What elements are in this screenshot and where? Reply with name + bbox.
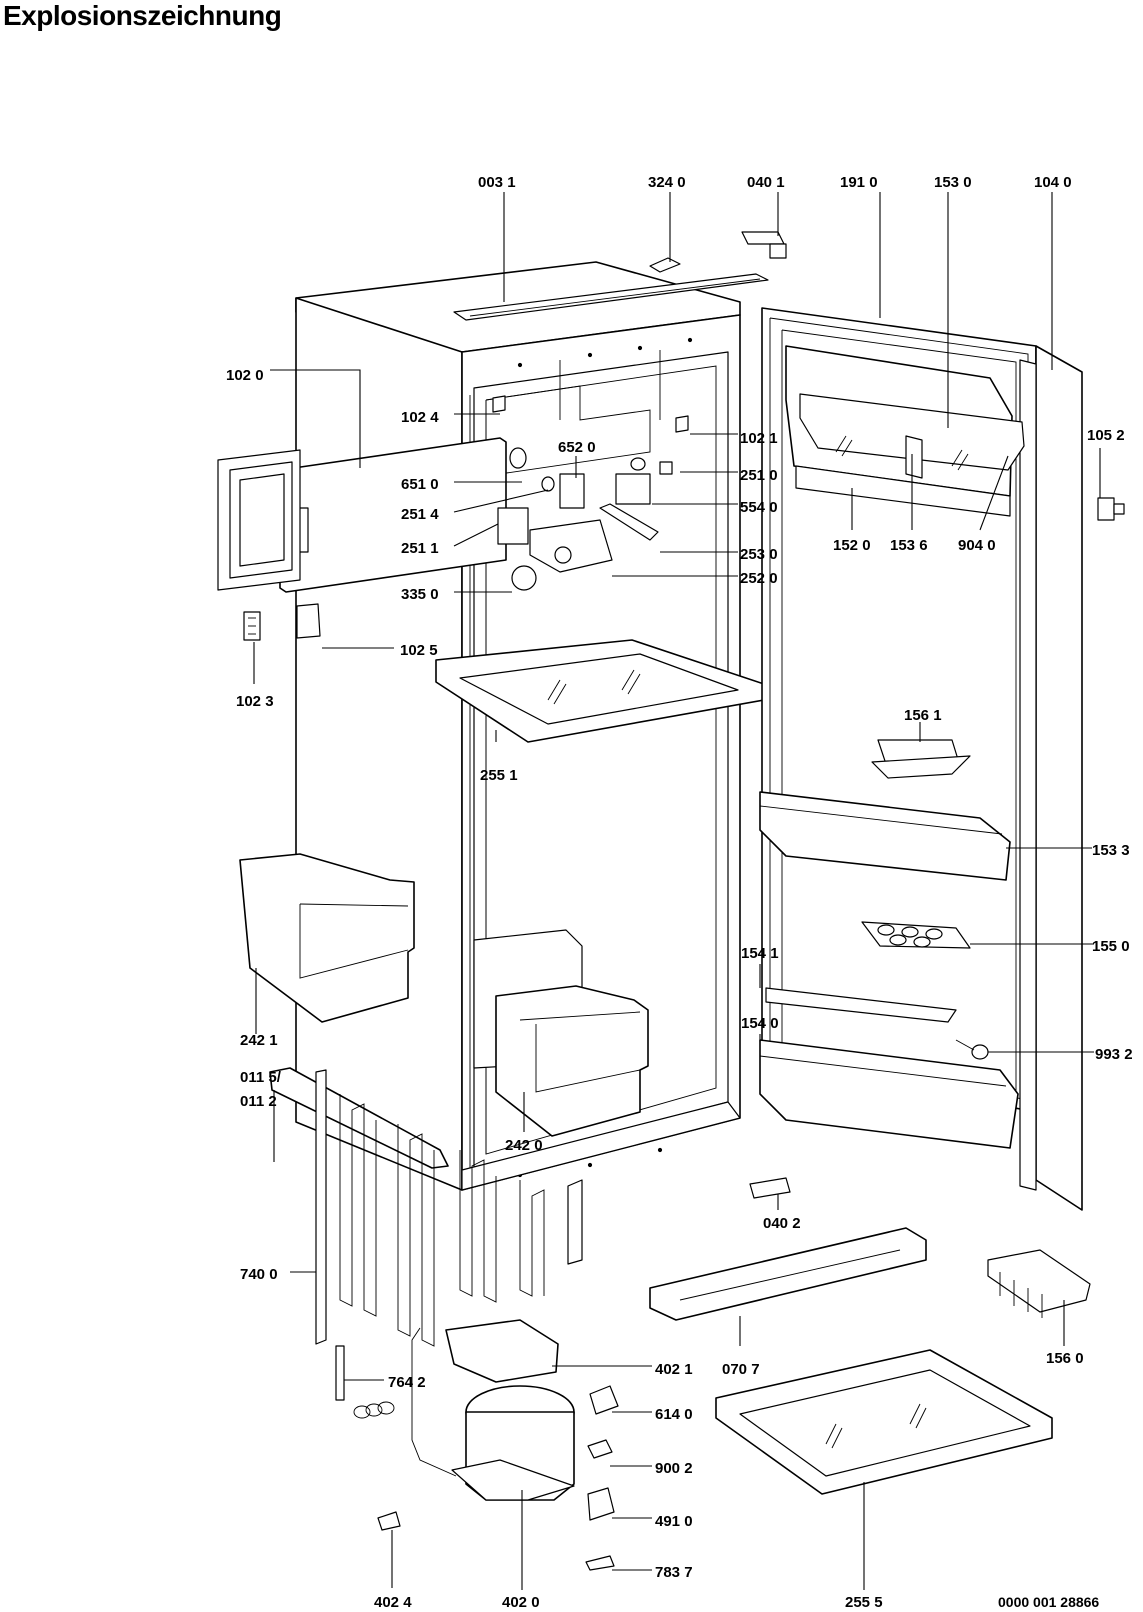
label-402-4: 402 4 — [374, 1594, 412, 1611]
drawing-number: 0000 001 28866 — [998, 1594, 1099, 1610]
label-105-2: 105 2 — [1087, 427, 1125, 444]
label-102-0: 102 0 — [226, 367, 264, 384]
label-154-1: 154 1 — [741, 945, 779, 962]
label-255-5: 255 5 — [845, 1594, 883, 1611]
label-614-0: 614 0 — [655, 1406, 693, 1423]
label-011-2: 011 2 — [240, 1093, 277, 1110]
label-652-0: 652 0 — [558, 439, 596, 456]
refrigeration-and-lower-parts — [269, 1067, 1091, 1571]
label-783-7: 783 7 — [655, 1564, 693, 1581]
label-040-2: 040 2 — [763, 1215, 801, 1232]
label-251-0: 251 0 — [740, 467, 778, 484]
label-102-3: 102 3 — [236, 693, 274, 710]
label-491-0: 491 0 — [655, 1513, 693, 1530]
label-402-0: 402 0 — [502, 1594, 540, 1611]
label-104-0: 104 0 — [1034, 174, 1072, 191]
label-335-0: 335 0 — [401, 586, 439, 603]
label-251-4: 251 4 — [401, 506, 439, 523]
label-255-1: 255 1 — [480, 767, 518, 784]
label-740-0: 740 0 — [240, 1266, 278, 1283]
label-242-1: 242 1 — [240, 1032, 278, 1049]
leader-lines — [253, 192, 1101, 1590]
label-040-1: 040 1 — [747, 174, 785, 191]
door-assembly — [649, 231, 1125, 1211]
label-070-7: 070 7 — [722, 1361, 760, 1378]
label-900-2: 900 2 — [655, 1460, 693, 1477]
control-panel-assembly — [217, 385, 689, 641]
label-156-1: 156 1 — [904, 707, 942, 724]
label-251-1: 251 1 — [401, 540, 439, 557]
vegetable-drawers — [239, 853, 649, 1137]
label-324-0: 324 0 — [648, 174, 686, 191]
part-labels: 003 1 324 0 040 1 191 0 153 0 104 0 102 … — [226, 174, 1133, 1611]
label-152-0: 152 0 — [833, 537, 871, 554]
label-242-0: 242 0 — [505, 1137, 543, 1154]
label-102-1: 102 1 — [740, 430, 778, 447]
label-156-0: 156 0 — [1046, 1350, 1084, 1367]
label-003-1: 003 1 — [478, 174, 516, 191]
label-651-0: 651 0 — [401, 476, 439, 493]
label-153-0: 153 0 — [934, 174, 972, 191]
label-153-3: 153 3 — [1092, 842, 1130, 859]
label-554-0: 554 0 — [740, 499, 778, 516]
label-253-0: 253 0 — [740, 546, 778, 563]
page-title: Explosionszeichnung — [3, 0, 282, 31]
label-191-0: 191 0 — [840, 174, 878, 191]
label-011-5: 011 5/ — [240, 1069, 282, 1086]
label-155-0: 155 0 — [1092, 938, 1130, 955]
label-764-2: 764 2 — [388, 1374, 426, 1391]
label-252-0: 252 0 — [740, 570, 778, 587]
label-102-4: 102 4 — [401, 409, 439, 426]
label-993-2: 993 2 — [1095, 1046, 1133, 1063]
label-904-0: 904 0 — [958, 537, 996, 554]
label-154-0: 154 0 — [741, 1015, 779, 1032]
label-153-6: 153 6 — [890, 537, 928, 554]
label-102-5: 102 5 — [400, 642, 438, 659]
label-402-1: 402 1 — [655, 1361, 693, 1378]
